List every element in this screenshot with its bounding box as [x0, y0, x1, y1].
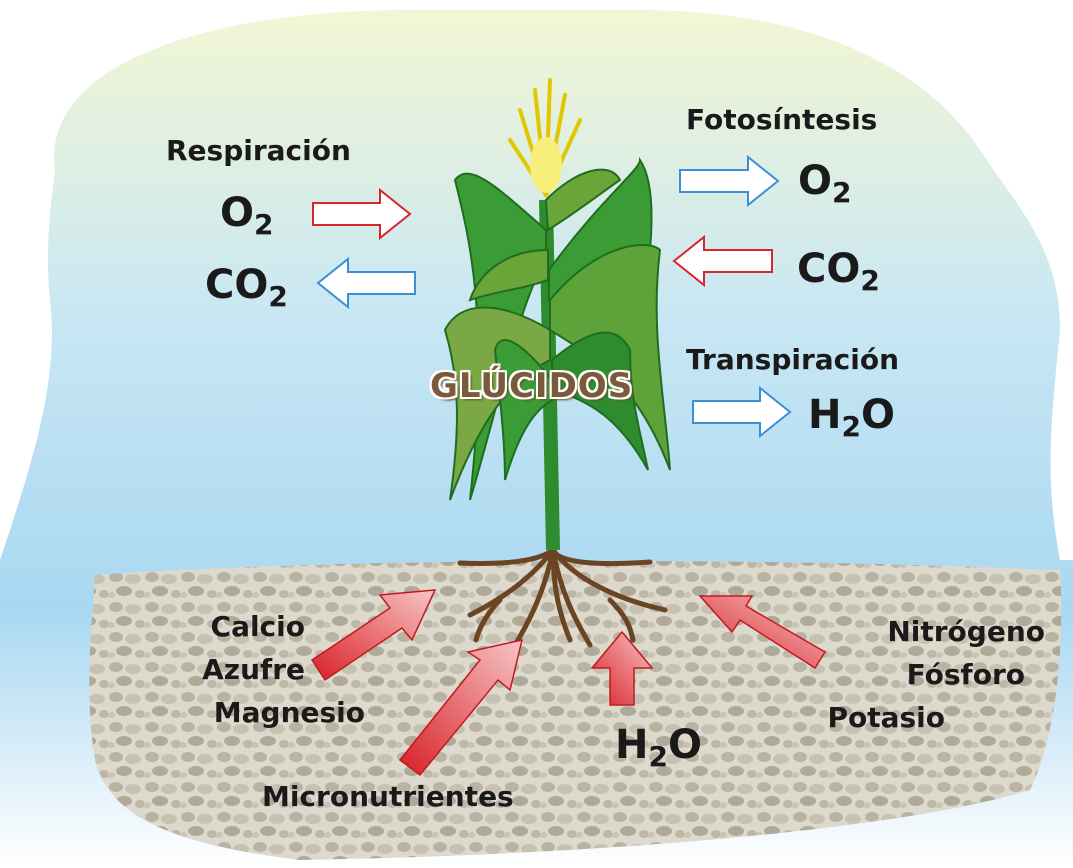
co2-left-base: CO [205, 262, 269, 308]
arrow-co2-in [672, 234, 773, 288]
h2o-bottom-tail: O [667, 722, 702, 768]
h2o-bottom-base: H [615, 722, 649, 768]
o2-left-sub: 2 [254, 208, 274, 241]
h2o-right-sub: 2 [841, 410, 861, 443]
transpiracion-label: Transpiración [686, 343, 900, 376]
roots [457, 547, 668, 648]
arrow-h2o-out [692, 385, 792, 439]
h2o-bottom-formula: H2O [615, 722, 702, 773]
arrow-co2-out [316, 256, 416, 310]
glucidos-label: GLÚCIDOS [430, 366, 634, 406]
nutrient-nitrogeno: Nitrógeno [887, 615, 1045, 648]
co2-right-sub: 2 [860, 264, 880, 297]
arrow-h2o-in [590, 630, 654, 706]
o2-right-sub: 2 [832, 176, 852, 209]
nutrient-calcio: Calcio [210, 610, 305, 643]
arrow-o2-in [312, 187, 412, 241]
nutrient-fosforo: Fósforo [906, 658, 1025, 691]
o2-left-formula: O2 [220, 190, 274, 241]
o2-left-base: O [220, 190, 255, 236]
right-nutrients-list: Nitrógeno Fósforo Potasio [800, 610, 1045, 739]
respiracion-label: Respiración [166, 134, 351, 167]
co2-right-base: CO [797, 246, 861, 292]
leaves [443, 156, 671, 501]
co2-right-formula: CO2 [797, 246, 880, 297]
left-nutrients-list: Calcio Azufre Magnesio [160, 605, 365, 734]
nutrient-azufre: Azufre [202, 653, 305, 686]
h2o-bottom-sub: 2 [648, 740, 668, 773]
h2o-right-formula: H2O [808, 392, 895, 443]
soil-area [89, 560, 1062, 860]
co2-left-formula: CO2 [205, 262, 288, 313]
nutrient-magnesio: Magnesio [213, 696, 365, 729]
h2o-right-tail: O [860, 392, 895, 438]
micronutrientes-label: Micronutrientes [262, 780, 514, 813]
arrow-micronutrientes [398, 639, 524, 777]
h2o-right-base: H [808, 392, 842, 438]
arrow-o2-out [679, 154, 780, 208]
arrow-left-nutrients [310, 589, 437, 682]
nutrient-potasio: Potasio [827, 701, 945, 734]
fotosintesis-label: Fotosíntesis [686, 103, 878, 136]
o2-right-formula: O2 [798, 158, 852, 209]
arrow-right-nutrients [698, 595, 827, 670]
o2-right-base: O [798, 158, 833, 204]
co2-left-sub: 2 [268, 280, 288, 313]
